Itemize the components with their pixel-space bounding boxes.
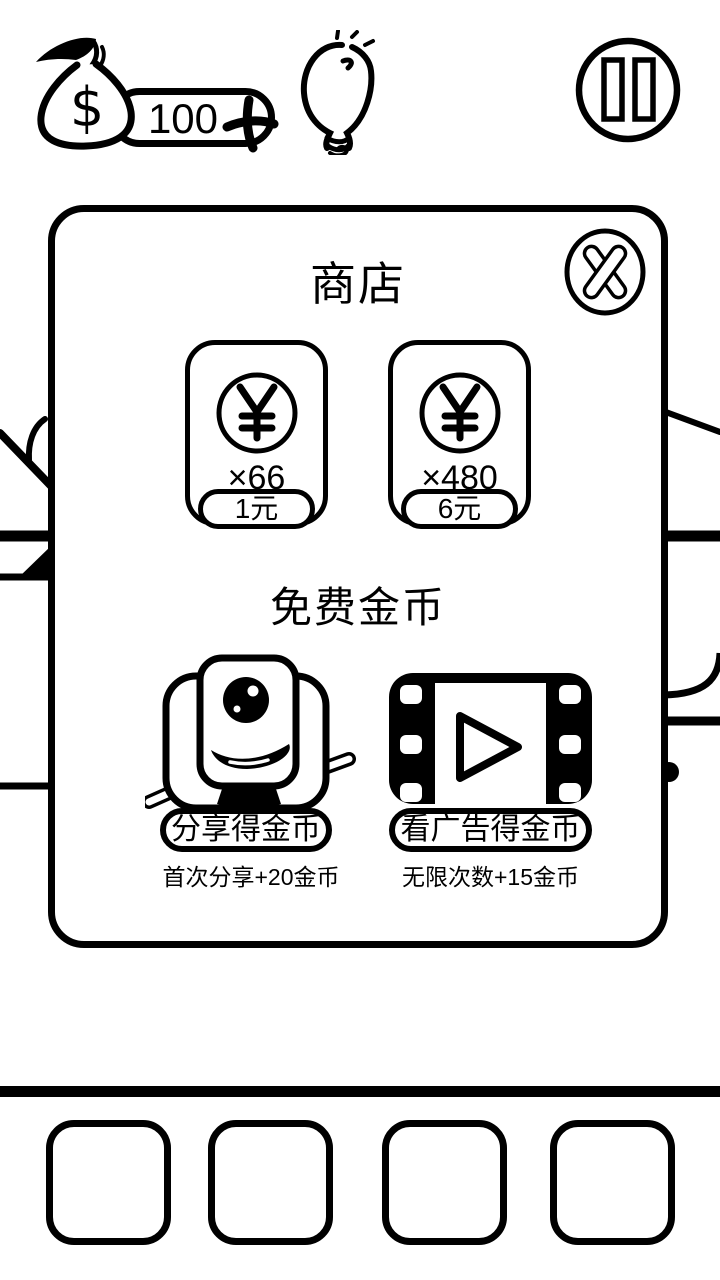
close-button[interactable]: [563, 228, 647, 316]
car-doodle-right: [659, 408, 720, 782]
film-play-icon: [388, 672, 593, 805]
coin-counter[interactable]: 100: [110, 88, 279, 153]
mascot-share-icon: [145, 650, 357, 812]
hint-button[interactable]: [295, 30, 385, 155]
free-coins-title: 免费金币: [269, 584, 446, 631]
coin-pack-small[interactable]: ×66 1元: [185, 340, 328, 529]
watch-ad-button-label: 看广告得金币: [389, 808, 592, 852]
inventory-slot[interactable]: [208, 1120, 333, 1245]
inventory-divider: [0, 1086, 720, 1097]
watch-ad-button[interactable]: 看广告得金币 无限次数+15金币: [388, 650, 593, 900]
pause-icon: [574, 36, 682, 144]
inventory-slot[interactable]: [550, 1120, 675, 1245]
close-x-icon: [563, 228, 647, 316]
coin-count: 100: [147, 95, 219, 142]
share-button[interactable]: 分享得金币 首次分享+20金币: [145, 650, 357, 900]
price-button[interactable]: 1元: [198, 489, 315, 529]
coin-pack-large[interactable]: ×480 6元: [388, 340, 531, 529]
yuan-coin-icon: [215, 371, 299, 455]
lightbulb-icon: [295, 30, 385, 155]
car-doodle-left: [0, 416, 56, 790]
shop-title: 商店: [310, 258, 406, 310]
svg-text:$: $: [70, 76, 104, 139]
price-button[interactable]: 6元: [401, 489, 518, 529]
inventory-slot[interactable]: [382, 1120, 507, 1245]
share-button-label: 分享得金币: [160, 808, 332, 852]
shop-modal: 商店: [48, 205, 668, 948]
yuan-coin-icon: [418, 371, 502, 455]
money-bag-icon: $: [30, 34, 142, 160]
watch-ad-caption: 无限次数+15金币: [401, 864, 579, 890]
plus-icon[interactable]: [221, 93, 279, 153]
share-caption: 首次分享+20金币: [162, 864, 340, 890]
pause-button[interactable]: [574, 36, 682, 144]
inventory-slot[interactable]: [46, 1120, 171, 1245]
